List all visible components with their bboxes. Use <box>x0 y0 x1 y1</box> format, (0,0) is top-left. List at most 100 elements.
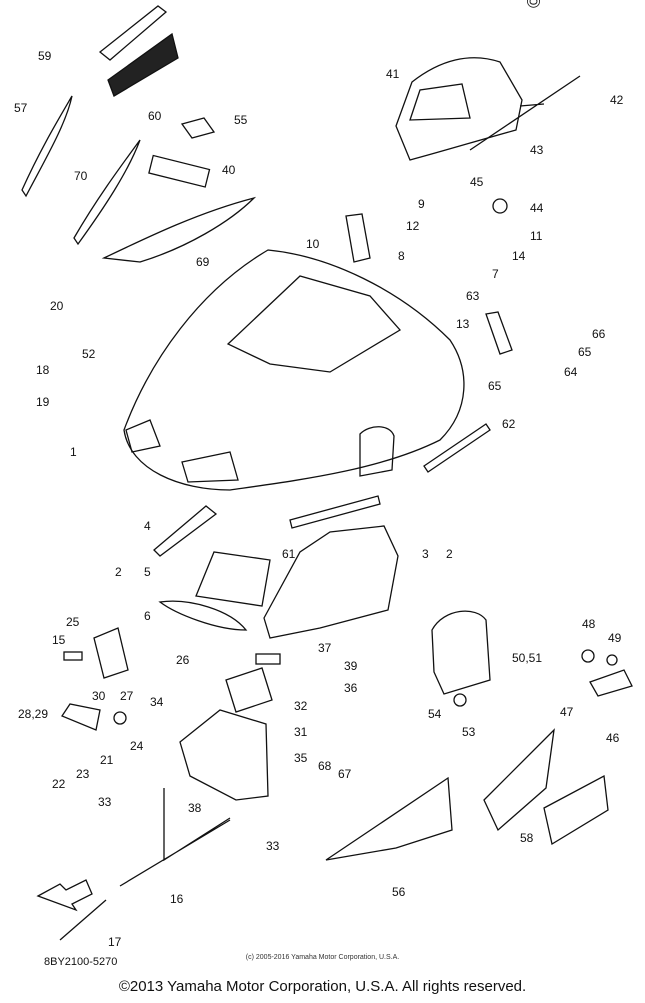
callout-label: 2 <box>115 565 122 579</box>
callout-label: 33 <box>98 795 112 809</box>
callout-label: 45 <box>470 175 484 189</box>
callout-label: 25 <box>66 615 80 629</box>
stripe-70 <box>73 139 141 246</box>
callout-label: 47 <box>560 705 574 719</box>
callout-label: 43 <box>530 143 544 157</box>
spring-17 <box>59 899 107 941</box>
callout-label: 61 <box>282 547 296 561</box>
callout-label: 46 <box>606 731 620 745</box>
callout-label: 68 <box>318 759 332 773</box>
callout-label: 17 <box>108 935 122 949</box>
decal-56 <box>325 776 453 861</box>
bracket-32 <box>225 667 273 713</box>
callout-label: 35 <box>294 751 308 765</box>
part-49 <box>606 654 618 666</box>
part-37 <box>255 653 281 665</box>
callout-label: 33 <box>266 839 280 853</box>
callout-label: 6 <box>144 609 151 623</box>
callout-label: 30 <box>92 689 106 703</box>
callout-label: 65 <box>578 345 592 359</box>
small-copyright: (c) 2005-2016 Yamaha Motor Corporation, … <box>245 954 400 961</box>
callout-label: 19 <box>36 395 50 409</box>
windshield-41 <box>395 57 523 161</box>
callout-label: 4 <box>144 519 151 533</box>
callout-label: 64 <box>564 365 578 379</box>
decal-59 <box>98 5 168 61</box>
callout-label: 55 <box>234 113 248 127</box>
callout-label: 7 <box>492 267 499 281</box>
part-24 <box>113 711 127 725</box>
callout-label: 42 <box>610 93 624 107</box>
callout-label: 11 <box>530 229 543 243</box>
callout-label: 58 <box>520 831 534 845</box>
callout-label: 38 <box>188 801 202 815</box>
callout-label: 15 <box>52 633 66 647</box>
callout-label: 13 <box>456 317 470 331</box>
callout-label: 36 <box>344 681 358 695</box>
leader-41 <box>469 75 581 151</box>
callout-label: 57 <box>14 101 28 115</box>
callout-label: 5 <box>144 565 151 579</box>
callout-label: 60 <box>148 109 162 123</box>
part-48 <box>581 649 595 663</box>
hood-1-headlight <box>359 426 395 477</box>
callout-label: 10 <box>306 237 320 251</box>
callout-label: 37 <box>318 641 332 655</box>
cable-16 <box>119 788 231 887</box>
callout-label: 63 <box>466 289 480 303</box>
callout-label: 41 <box>386 67 400 81</box>
callout-label: 34 <box>150 695 164 709</box>
panel-3 <box>263 525 399 639</box>
callout-label: 12 <box>406 219 420 233</box>
part-25 <box>93 627 129 679</box>
stripe-61 <box>289 495 381 529</box>
callout-label: 66 <box>592 327 606 341</box>
callout-label: 31 <box>294 725 308 739</box>
hood-1-scoop-left <box>125 419 161 453</box>
callout-label: 52 <box>82 347 96 361</box>
callout-label: 44 <box>530 201 544 215</box>
callout-label: 26 <box>176 653 190 667</box>
callout-label: 70 <box>74 169 88 183</box>
callout-label: 20 <box>50 299 64 313</box>
callout-label: 65 <box>488 379 502 393</box>
callout-label: 32 <box>294 699 308 713</box>
decal-58 <box>483 728 555 832</box>
diagram-code: 8BY2100-5270 <box>44 956 118 968</box>
callout-label: 9 <box>418 197 425 211</box>
windshield-41-window <box>409 83 471 121</box>
bracket-63 <box>485 311 513 355</box>
callout-label: 23 <box>76 767 90 781</box>
callout-label: 22 <box>52 777 66 791</box>
hood-1-vents <box>226 275 402 373</box>
part-21 <box>61 703 101 731</box>
callout-label: 24 <box>130 739 144 753</box>
part-54 <box>453 693 467 707</box>
callout-label: 21 <box>100 753 114 767</box>
callout-label: 54 <box>428 707 442 721</box>
stripe-57 <box>21 95 73 198</box>
part-44 <box>492 198 508 214</box>
callout-label: 53 <box>462 725 476 739</box>
callout-label: 40 <box>222 163 236 177</box>
callout-label: 27 <box>120 689 134 703</box>
callout-label: 16 <box>170 892 184 906</box>
guard-50-51 <box>431 610 491 695</box>
callout-label: 48 <box>582 617 596 631</box>
fwd-arrow <box>36 879 93 912</box>
callout-label: 14 <box>512 249 526 263</box>
panel-4 <box>153 505 218 557</box>
hood-1 <box>123 249 465 491</box>
callout-label: 39 <box>344 659 358 673</box>
stripe-62 <box>423 423 491 473</box>
bracket-31 <box>179 709 269 801</box>
callout-label: 62 <box>502 417 516 431</box>
stripe-69 <box>101 196 257 263</box>
callout-label: 69 <box>196 255 210 269</box>
part-55 <box>180 117 216 139</box>
badge-40 <box>148 154 211 188</box>
part-46 <box>589 669 633 697</box>
decal-60-lower <box>543 774 609 846</box>
callout-label: 1 <box>70 445 77 459</box>
